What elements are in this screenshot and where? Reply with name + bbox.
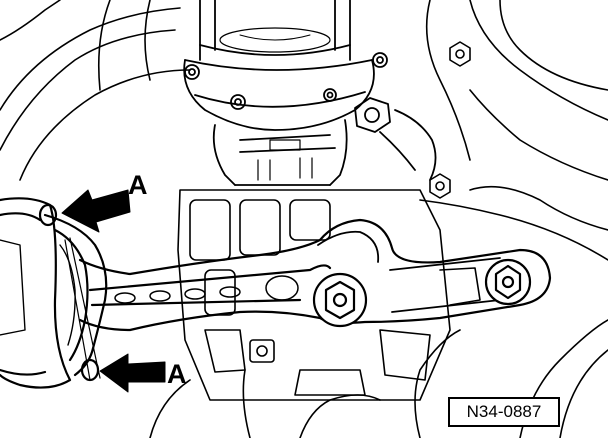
figure-identifier: N34-0887 [448, 397, 560, 427]
hex-bolt-right [429, 41, 471, 199]
arrow-upper [61, 189, 131, 233]
link-end-bolt [484, 258, 532, 306]
callout-label-upper: A [128, 170, 148, 200]
left-mount [0, 197, 108, 389]
upper-cylinder [183, 0, 388, 186]
transmission-body [177, 189, 481, 401]
callout-label-lower: A [167, 359, 187, 389]
pendulum-support-arm [78, 218, 552, 332]
hex-bolt-upper [354, 97, 437, 181]
pivot-bolt [312, 272, 368, 328]
arrow-lower [99, 353, 166, 393]
